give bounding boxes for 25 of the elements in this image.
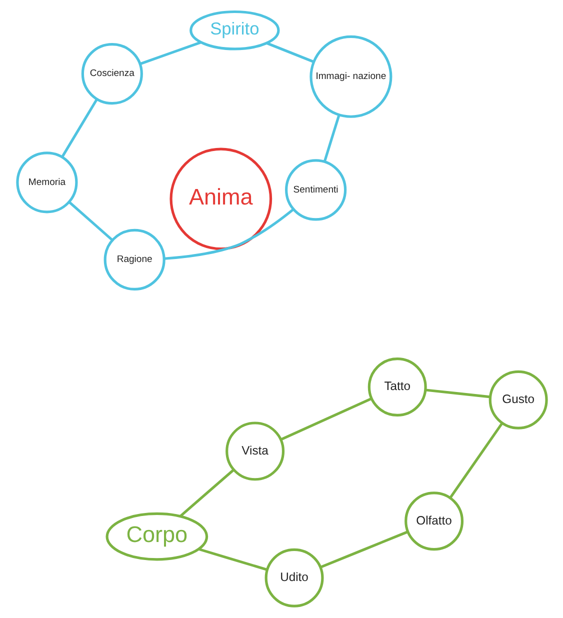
connector [280, 397, 372, 441]
connector [198, 548, 267, 571]
node-circle: Memoria [16, 152, 78, 214]
node-circle: Vista [225, 422, 284, 481]
node-circle: Udito [264, 548, 324, 608]
connector [139, 41, 202, 66]
connector [164, 208, 294, 260]
node-circle: Gusto [488, 370, 548, 430]
connector [68, 201, 113, 242]
connector [322, 114, 340, 162]
node-ellipse: Corpo [105, 512, 208, 561]
connector [320, 530, 408, 568]
connector [425, 388, 490, 398]
connector [266, 42, 314, 64]
node-circle: Olfatto [404, 492, 464, 551]
node-circle: Anima [169, 148, 272, 250]
node-circle: Sentimenti [284, 159, 346, 221]
node-circle: Immagi- nazione [309, 35, 392, 118]
node-circle: Coscienza [80, 43, 142, 105]
node-ellipse: Spirito [189, 10, 280, 50]
connector [178, 468, 234, 518]
node-circle: Tatto [367, 358, 426, 416]
connector [60, 98, 98, 158]
node-circle: Ragione [103, 228, 165, 291]
connector [448, 422, 503, 498]
